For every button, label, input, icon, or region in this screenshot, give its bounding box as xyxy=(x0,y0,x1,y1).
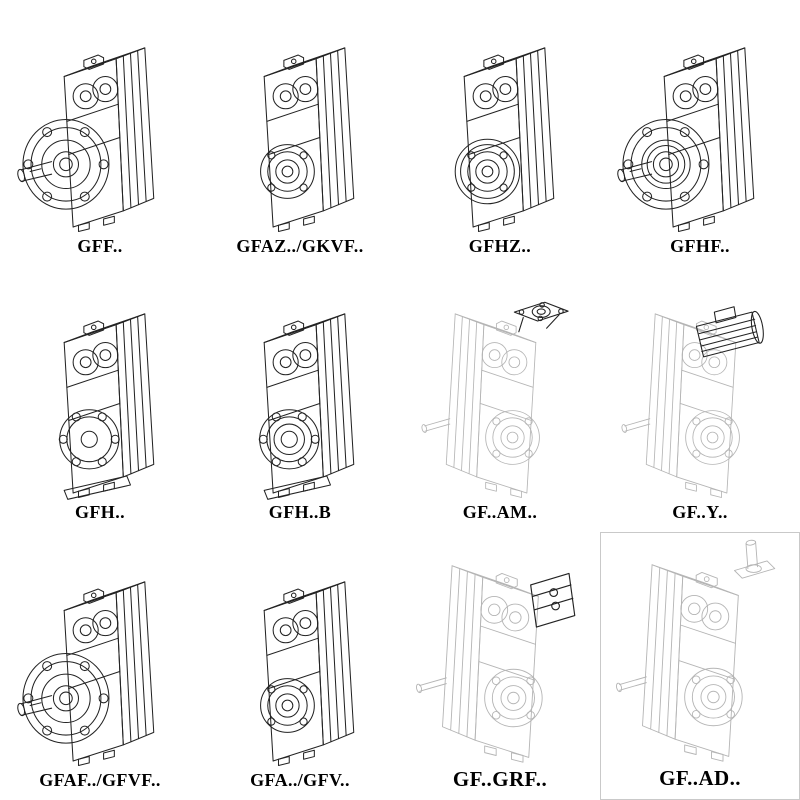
catalog-cell-gf-am: GF..AM.. xyxy=(400,266,600,532)
model-label-gfhf: GFHF.. xyxy=(670,236,730,257)
model-label-gf-grf: GF..GRF.. xyxy=(452,766,548,791)
model-label-gf-y: GF..Y.. xyxy=(672,502,728,523)
catalog-cell-gf-ad: GF..AD.. xyxy=(600,531,800,800)
catalog-cell-gf-y: GF..Y.. xyxy=(600,266,800,532)
gearbox-drawing-gf-grf xyxy=(415,565,576,763)
catalog-cell-gfh-b: GFH..B xyxy=(200,266,400,532)
model-label-gfh: GFH.. xyxy=(75,502,125,523)
gearbox-drawing-gfaf-gfvf xyxy=(16,581,155,767)
ghost-gearbox-body xyxy=(620,313,740,499)
gearbox-drawing-gfaz-gkvf xyxy=(260,47,355,233)
catalog-cell-gf-grf: GF..GRF.. xyxy=(400,532,600,800)
model-label-gfa-gfv: GFA../GFV.. xyxy=(250,770,350,791)
gearbox-drawing-gfhf xyxy=(616,47,755,233)
gearbox-drawing-gf-ad xyxy=(615,539,776,762)
mounted-motor xyxy=(695,306,766,358)
gearbox-drawing-gfh xyxy=(58,313,155,500)
model-label-gff: GFF.. xyxy=(77,236,123,257)
model-label-gfh-b: GFH..B xyxy=(268,502,332,523)
gearbox-drawing-gfh-b xyxy=(258,313,355,500)
motor-adapter-flange xyxy=(513,301,569,333)
gearbox-drawing-gfa-gfv xyxy=(260,581,355,767)
model-label-gfhz: GFHZ.. xyxy=(468,236,532,257)
gearbox-drawing-gf-am xyxy=(420,301,569,499)
model-label-gfaz-gkvf: GFAZ../GKVF.. xyxy=(236,236,364,257)
gearbox-drawing-gfhz xyxy=(454,47,555,233)
ghost-gearbox-body xyxy=(420,313,540,499)
catalog-cell-gfaz-gkvf: GFAZ../GKVF.. xyxy=(200,0,400,266)
catalog-cell-gfa-gfv: GFA../GFV.. xyxy=(200,532,400,800)
model-label-gf-ad: GF..AD.. xyxy=(659,765,741,790)
ghost-gearbox-body xyxy=(615,539,776,762)
catalog-cell-gfh: GFH.. xyxy=(0,266,200,532)
model-label-gfaf-gfvf: GFAF../GFVF.. xyxy=(39,770,161,791)
catalog-cell-gff: GFF.. xyxy=(0,0,200,266)
ghost-gearbox-body xyxy=(415,565,543,763)
gearbox-drawing-gf-y xyxy=(620,306,766,499)
catalog-cell-gfhz: GFHZ.. xyxy=(400,0,600,266)
catalog-cell-gfaf-gfvf: GFAF../GFVF.. xyxy=(0,532,200,800)
catalog-cell-gfhf: GFHF.. xyxy=(600,0,800,266)
gearbox-drawing-gff xyxy=(16,47,155,233)
model-label-gf-am: GF..AM.. xyxy=(462,502,538,523)
